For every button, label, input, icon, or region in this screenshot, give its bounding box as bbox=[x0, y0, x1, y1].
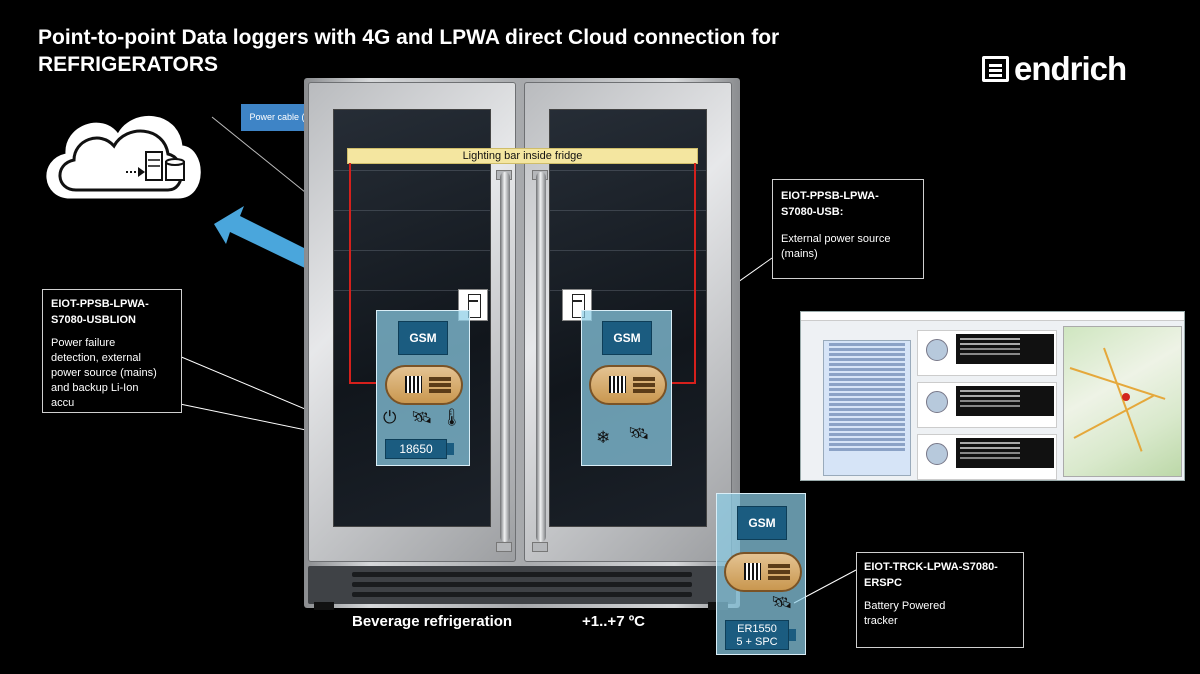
vent-slot bbox=[352, 592, 692, 597]
title-line-1: Point-to-point Data loggers with 4G and … bbox=[38, 26, 780, 49]
flow-arrow-small-icon bbox=[126, 167, 145, 177]
fridge-base-vent bbox=[308, 566, 736, 604]
battery-er15505: ER1550 5 + SPC bbox=[725, 620, 796, 650]
satellite-icon: 🛰 bbox=[411, 408, 433, 427]
device-tree bbox=[823, 340, 911, 476]
cloud-icon bbox=[46, 115, 201, 199]
snowflake-thermometer-icon: ❄ bbox=[596, 428, 611, 447]
callout-text: accu bbox=[51, 397, 75, 409]
callout-text: power source (mains) bbox=[51, 367, 157, 379]
server-icon bbox=[145, 151, 163, 181]
callout-title-line-2: S7080-USB: bbox=[781, 206, 844, 218]
database-icon bbox=[165, 158, 185, 181]
vent-slot bbox=[352, 582, 692, 587]
data-logger-device bbox=[589, 365, 667, 405]
logo-text: endrich bbox=[1014, 50, 1127, 87]
data-logger-device bbox=[385, 365, 463, 405]
temperature-caption: +1..+7 ºC bbox=[582, 613, 646, 630]
device-card bbox=[917, 330, 1057, 376]
fridge-handle-left bbox=[500, 172, 510, 542]
callout-text: detection, external bbox=[51, 352, 141, 364]
satellite-icon: 🛰 bbox=[771, 593, 793, 612]
callout-title-line-1: EIOT-PPSB-LPWA- bbox=[51, 298, 149, 310]
shelf bbox=[334, 210, 490, 211]
handle-mount bbox=[532, 542, 548, 552]
title-line-2: REFRIGERATORS bbox=[38, 53, 219, 76]
tracker-device-panel: GSM 🛰 ER1550 5 + SPC bbox=[716, 493, 806, 655]
vent-slot bbox=[352, 572, 692, 577]
callout-title-line-1: EIOT-TRCK-LPWA-S7080- bbox=[864, 561, 998, 573]
left-device-panel: GSM ⏻ 🛰 🌡 18650 bbox=[376, 310, 470, 466]
callout-title-line-1: EIOT-PPSB-LPWA- bbox=[781, 190, 879, 202]
battery-18650: 18650 bbox=[385, 439, 454, 459]
shelf bbox=[334, 290, 490, 291]
shelf bbox=[334, 170, 490, 171]
app-titlebar bbox=[801, 312, 1184, 321]
device-thumbnail bbox=[926, 391, 948, 413]
battery-label-2: 5 + SPC bbox=[736, 636, 778, 648]
endrich-logo-icon bbox=[982, 56, 1009, 82]
shelf bbox=[550, 250, 706, 251]
cloud-software-screenshot bbox=[800, 311, 1185, 481]
thermometer-icon: 🌡 bbox=[441, 408, 463, 427]
callout-text: Power failure bbox=[51, 337, 116, 349]
right-device-panel: GSM ❄ 🛰 bbox=[581, 310, 672, 466]
shelf bbox=[550, 290, 706, 291]
fridge-handle-right bbox=[536, 172, 546, 542]
device-thumbnail bbox=[926, 339, 948, 361]
gsm-module: GSM bbox=[737, 506, 787, 540]
device-data-console bbox=[956, 386, 1054, 416]
lighting-bar: Lighting bar inside fridge bbox=[347, 148, 698, 164]
tracker-device bbox=[724, 552, 802, 592]
callout-title-line-2: ERSPC bbox=[864, 577, 902, 589]
gsm-module: GSM bbox=[602, 321, 652, 355]
shelf bbox=[550, 170, 706, 171]
device-data-console bbox=[956, 438, 1054, 468]
shelf bbox=[334, 250, 490, 251]
device-thumbnail bbox=[926, 443, 948, 465]
callout-text: tracker bbox=[864, 615, 898, 627]
callout-text: and backup Li-Ion bbox=[51, 382, 139, 394]
shelf bbox=[550, 210, 706, 211]
map-view bbox=[1063, 326, 1182, 477]
callout-title-line-2: S7080-USBLION bbox=[51, 314, 136, 326]
callout-text: External power source bbox=[781, 233, 891, 245]
device-data-console bbox=[956, 334, 1054, 364]
beverage-caption: Beverage refrigeration bbox=[352, 613, 513, 630]
battery-label-1: ER1550 bbox=[737, 623, 777, 635]
power-plug-icon: ⏻ bbox=[383, 408, 397, 427]
device-card bbox=[917, 382, 1057, 428]
power-wire-left-end bbox=[349, 382, 377, 384]
power-wire-right-end bbox=[672, 382, 696, 384]
endrich-logo: endrich bbox=[982, 50, 1127, 88]
power-wire-right bbox=[694, 163, 696, 383]
handle-mount bbox=[496, 542, 512, 552]
page-title: Point-to-point Data loggers with 4G and … bbox=[38, 24, 779, 78]
gsm-module: GSM bbox=[398, 321, 448, 355]
callout-text: Battery Powered bbox=[864, 600, 946, 612]
left-device-callout: EIOT-PPSB-LPWA- S7080-USBLION Power fail… bbox=[42, 289, 182, 413]
callout-text: (mains) bbox=[781, 248, 818, 260]
fridge-foot bbox=[314, 602, 334, 610]
device-card bbox=[917, 434, 1057, 480]
power-wire-left bbox=[349, 163, 351, 383]
map-pin-icon bbox=[1122, 393, 1130, 401]
satellite-icon: 🛰 bbox=[628, 424, 650, 443]
right-device-callout: EIOT-PPSB-LPWA- S7080-USB: External powe… bbox=[772, 179, 924, 279]
tracker-callout: EIOT-TRCK-LPWA-S7080- ERSPC Battery Powe… bbox=[856, 552, 1024, 648]
